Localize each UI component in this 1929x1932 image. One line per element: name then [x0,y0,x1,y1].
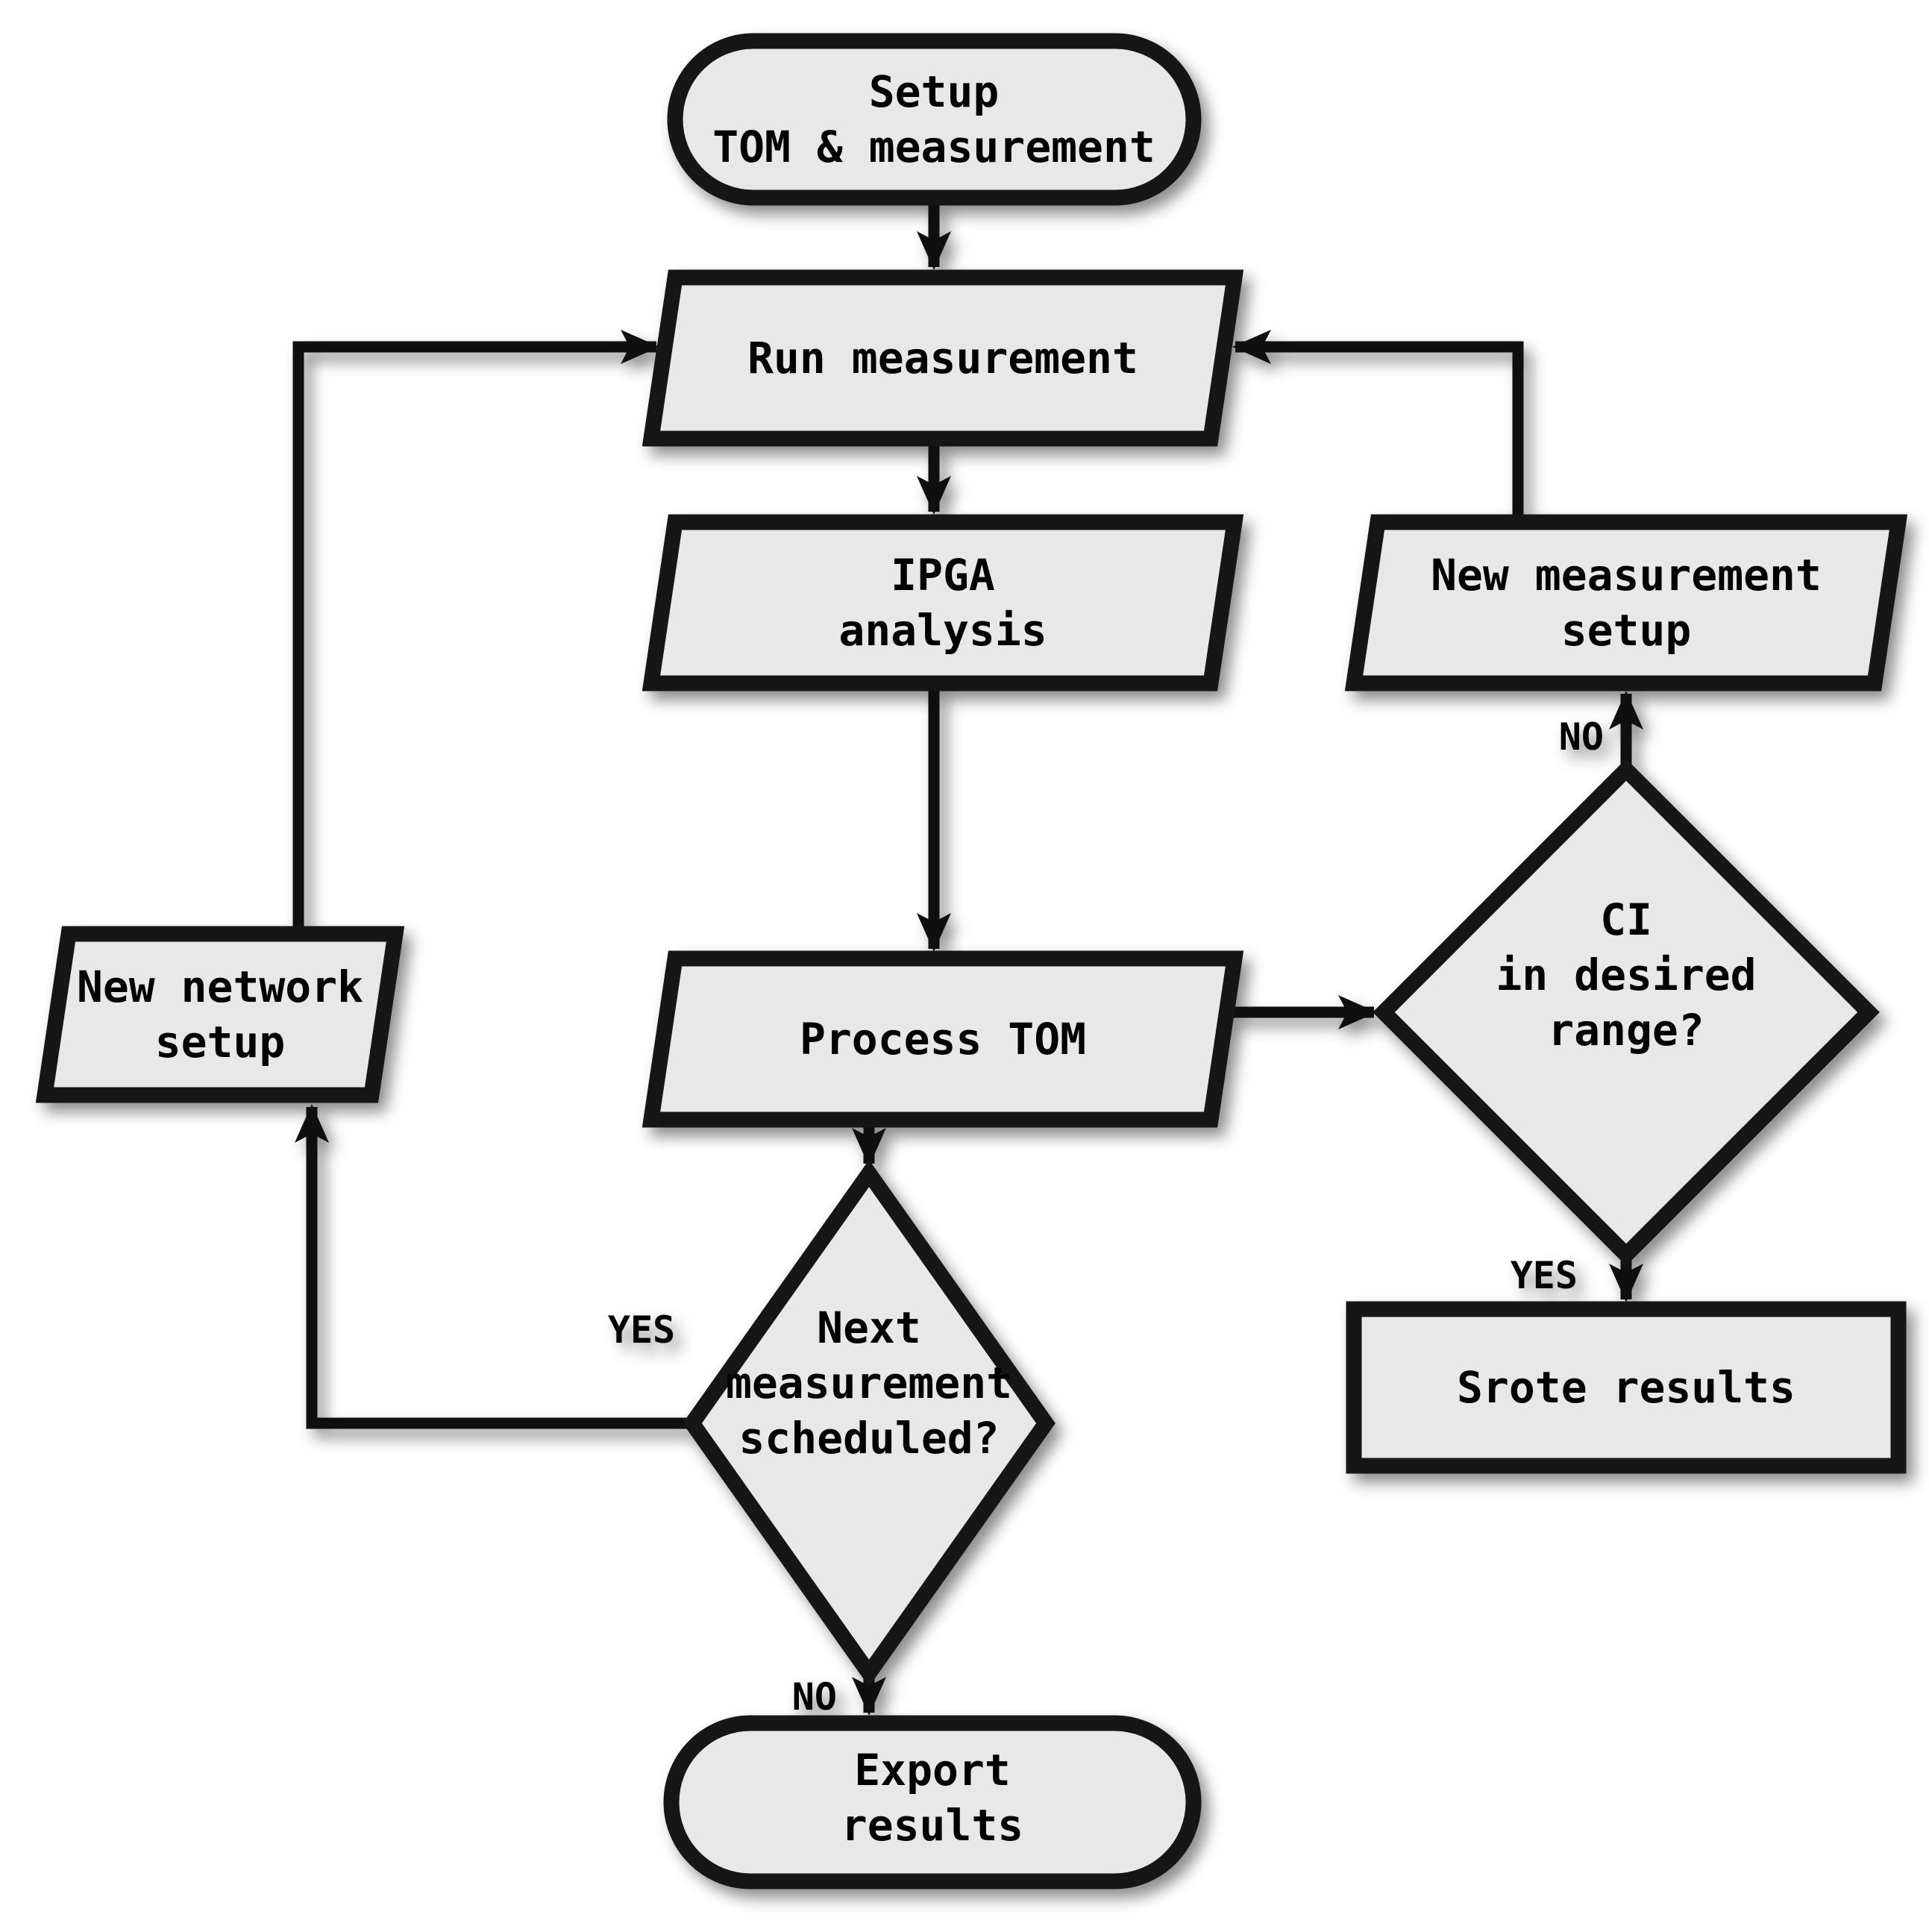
node-next-line-3: scheduled? [738,1413,999,1464]
node-ipga-line-2: analysis [838,605,1047,656]
node-process-tom-line-1: Process TOM [800,1014,1086,1064]
node-store-results: Srote results [1346,1301,1907,1474]
node-next-line-2: measurement [726,1358,1012,1408]
parallelogram-shape [1344,514,1908,691]
node-setup-line-2: TOM & measurement [712,122,1155,172]
decision-diamond-shape [1373,759,1880,1266]
node-store-results-line-1: Srote results [1457,1362,1795,1413]
parallelogram-shape [642,950,1244,1128]
node-next-measurement-decision: Next measurement scheduled? [683,1159,1056,1687]
node-new-network-line-2: setup [155,1017,286,1067]
node-next-line-1: Next [817,1302,921,1353]
edge-new-network-to-run [292,330,659,932]
node-ci-line-3: range? [1548,1005,1704,1056]
node-ipga-line-1: IPGA [891,550,995,600]
terminator-shape [663,1715,1202,1889]
node-new-measurement-line-2: setup [1561,605,1692,656]
process-rect-shape [1346,1301,1907,1474]
node-export-line-2: results [841,1800,1023,1851]
node-export-line-1: Export [854,1745,1011,1795]
node-new-measurement-setup: New measurement setup [1344,514,1908,691]
node-run-measurement: Run measurement [642,269,1244,447]
node-ci-line-2: in desired [1496,950,1756,1000]
edge-new-measurement-to-run [1232,330,1524,521]
parallelogram-shape [35,926,405,1103]
node-run-line-1: Run measurement [747,333,1138,383]
node-new-network-setup: New network setup [35,926,405,1103]
edge-label-next-yes: YES [608,1308,675,1352]
node-setup-terminator: Setup TOM & measurement [667,33,1202,206]
node-ci-line-1: CI [1600,894,1652,945]
edge-next-yes-to-new-network [295,1104,689,1429]
node-new-network-line-1: New network [77,962,363,1012]
terminator-shape [667,33,1202,206]
edge-label-next-no: NO [792,1675,837,1719]
node-export-terminator: Export results [663,1715,1202,1889]
node-setup-line-1: Setup [869,66,1000,117]
node-process-tom: Process TOM [642,950,1244,1128]
decision-diamond-shape [683,1159,1056,1687]
node-new-measurement-line-1: New measurement [1431,550,1822,600]
edge-label-ci-no: NO [1559,715,1604,759]
parallelogram-shape [642,269,1244,447]
node-ci-decision: CI in desired range? [1373,759,1880,1266]
edge-label-ci-yes: YES [1511,1254,1578,1297]
node-ipga-analysis: IPGA analysis [642,514,1244,691]
parallelogram-shape [642,514,1244,691]
